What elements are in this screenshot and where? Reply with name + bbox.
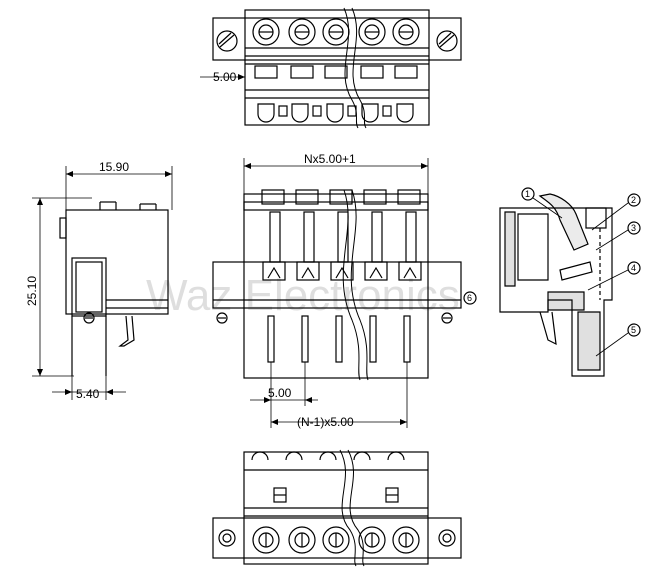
bottom-view xyxy=(212,449,462,567)
front-view: Nx5.00+1 5.00 (N-1)x5.00 xyxy=(212,152,462,429)
callout-4: 4 xyxy=(587,261,641,291)
screw-icon xyxy=(218,529,236,547)
terminal-opening-row xyxy=(252,526,420,554)
svg-text:6: 6 xyxy=(467,293,472,303)
contact-column-row xyxy=(262,211,422,281)
top-view: 5.00 xyxy=(200,7,462,129)
cross-section-view: 1 2 3 4 5 6 xyxy=(463,187,641,377)
bottom-pitch-dimension: 5.00 xyxy=(268,386,292,400)
screw-icon xyxy=(441,312,453,324)
callout-6: 6 xyxy=(463,291,477,305)
screw-icon xyxy=(438,529,456,547)
top-pitch-dimension: 5.00 xyxy=(213,70,237,84)
watermark: Waz Electronics xyxy=(146,271,460,320)
depth-dimension: 15.90 xyxy=(99,160,129,174)
contact-pocket-row xyxy=(257,103,414,123)
screw-icon xyxy=(83,312,95,324)
callout-5: 5 xyxy=(595,323,641,357)
svg-text:5: 5 xyxy=(631,325,636,335)
side-view: 15.90 25.10 5.40 xyxy=(25,160,173,401)
screw-icon xyxy=(216,30,238,52)
overall-length-dimension: Nx5.00+1 xyxy=(304,152,356,166)
callout-2: 2 xyxy=(591,193,641,231)
screw-icon xyxy=(436,30,458,52)
svg-text:4: 4 xyxy=(631,263,636,273)
callout-3: 3 xyxy=(595,221,641,251)
screw-icon xyxy=(216,312,228,324)
pin-offset-dimension: 5.40 xyxy=(76,387,100,401)
svg-text:3: 3 xyxy=(631,223,636,233)
height-dimension: 25.10 xyxy=(25,276,39,306)
svg-text:1: 1 xyxy=(525,189,530,199)
terminal-screw-row xyxy=(252,18,420,46)
callout-1: 1 xyxy=(521,187,563,219)
svg-text:2: 2 xyxy=(631,195,636,205)
pin-span-dimension: (N-1)x5.00 xyxy=(297,415,354,429)
